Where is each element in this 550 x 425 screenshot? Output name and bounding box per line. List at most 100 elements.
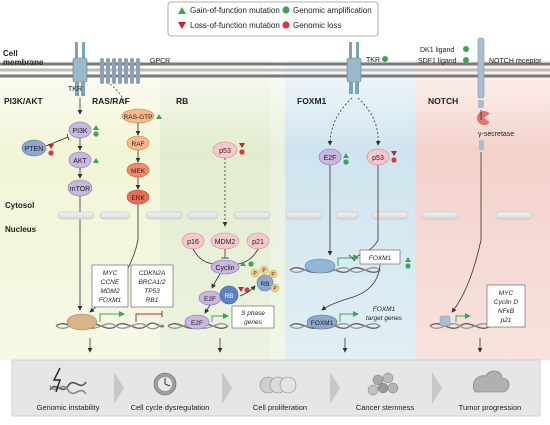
dk1-amp-icon (463, 46, 469, 52)
amp-circle-icon (282, 6, 290, 14)
ras-gene-1: CDKN2A (139, 270, 165, 277)
gamma-secretase-icon (477, 111, 492, 125)
box-notch-genes (486, 284, 526, 328)
transcription-complex-pi3k (66, 313, 98, 331)
legend-amp: Genomic amplification (293, 6, 372, 15)
sdf1-amp-icon (463, 57, 469, 63)
node-e2f-dna-label: E2F (191, 320, 203, 327)
node-rb-phospho-label: RB (260, 281, 269, 288)
notch-gene-1: MYC (499, 290, 514, 297)
phospho-p2 (259, 265, 269, 275)
sdf1-label: SDF1 ligand (418, 58, 457, 65)
gpcr-label: GPCR (150, 58, 170, 65)
box-sphase (231, 305, 275, 329)
legend-gain: Gain-of-function mutation (190, 6, 280, 15)
legend-box (167, 1, 379, 37)
node-e2f-label: E2F (204, 296, 216, 303)
notch-gene-3: NFκB (498, 308, 515, 315)
pi3k-gene-3: MDM2 (100, 288, 120, 295)
notch-icd (479, 140, 484, 150)
outcome-chevron-1 (114, 372, 124, 404)
panel-title-notch: NOTCH (428, 96, 458, 106)
node-rasgtp-label: RAS-GTP (124, 114, 153, 121)
pi3k-gene-4: FOXM1 (99, 297, 122, 304)
phospho-p2-label: P (262, 268, 266, 274)
cancer-stemness-icon (367, 372, 399, 396)
node-pten-label: PTEN (25, 146, 44, 153)
node-cyclin (210, 259, 240, 275)
outcome-label-3: Cell proliferation (253, 403, 307, 412)
transcription-complex-foxm1 (304, 258, 336, 274)
tkr-left-label: TKR (68, 86, 82, 93)
tkr-right-label: TKR (366, 57, 380, 64)
node-mtor-label: mTOR (70, 186, 90, 193)
phospho-p3 (268, 269, 278, 279)
notch-gene-2: Cyclin D (494, 299, 519, 306)
cell-membrane (0, 62, 550, 78)
tumor-progression-icon (472, 370, 510, 393)
node-mdm2-label: MDM2 (215, 239, 236, 246)
panel-title-ras: RAS/RAF (92, 96, 130, 106)
panel-title-foxm1: FOXM1 (297, 96, 327, 106)
phospho-p4 (270, 283, 280, 293)
node-pi3k-label: PI3K (72, 128, 88, 135)
dna-foxm1-upper (289, 267, 381, 273)
foxm1-gene-amp-icon (405, 263, 411, 269)
sphase-line1: S phase (241, 310, 265, 317)
node-pten (21, 139, 47, 157)
pi3k-gene-2: CCNE (101, 279, 120, 286)
p53-rb-loss-icon (239, 143, 245, 148)
node-mek-label: MEK (131, 168, 146, 175)
cell-proliferation-icon (259, 376, 297, 394)
cell-cycle-icon (153, 372, 177, 396)
notch-receptor-label: NOTCH receptor (489, 58, 542, 65)
pi3k-gain-icon (93, 125, 99, 130)
cyclin-gain-icon (240, 261, 246, 266)
pi3k-gene-1: MYC (103, 270, 118, 277)
box-ras-genes (130, 264, 174, 308)
foxm1-targets-line1: FOXM1 (373, 306, 396, 313)
tkr-left-receptor (72, 42, 88, 96)
akt-gain-icon (93, 158, 99, 163)
box-pi3k-genes (91, 264, 129, 308)
panel-title-pi3k: PI3K/AKT (4, 96, 44, 106)
node-raf-label: RAF (132, 141, 145, 148)
panel-foxm1-bg (285, 60, 415, 360)
node-rb-label: RB (224, 293, 233, 300)
notch-tf-complex (439, 315, 451, 327)
legend: Gain-of-function mutation Loss-of-functi… (167, 1, 379, 37)
gamma-secretase-label: γ-secretase (478, 131, 514, 138)
node-p53-rb-label: p53 (219, 148, 231, 155)
box-foxm1-gene (359, 249, 401, 265)
outcome-label-4: Cancer stemness (356, 403, 415, 412)
sphase-line2: genes (244, 319, 262, 326)
panel-notch-bg (415, 60, 550, 360)
loss-triangle-icon (178, 22, 186, 29)
outcome-chevron-4 (432, 372, 442, 404)
label-cell: Cell (3, 49, 18, 58)
dna-notch (429, 323, 491, 329)
pi3k-amp-icon (93, 131, 99, 137)
notch-receptor (477, 37, 485, 108)
node-rb (219, 285, 239, 305)
node-p16-label: p16 (187, 239, 199, 246)
pten-loss-icon (48, 144, 54, 149)
node-p21-label: p21 (252, 239, 264, 246)
gloss-circle-icon (282, 21, 290, 29)
label-cytosol: Cytosol (5, 201, 34, 210)
node-foxm1 (306, 314, 338, 330)
rb-loss-icon (238, 287, 244, 292)
outcome-chevron-3 (330, 372, 340, 404)
gain-triangle-icon (178, 7, 186, 14)
dk1-label: DK1 ligand (420, 47, 454, 54)
gpcr-receptor (100, 58, 140, 84)
ras-gene-4: RB1 (146, 297, 159, 304)
foxm1-gene-label: FOXM1 (369, 255, 392, 262)
legend-loss: Loss-of-function mutation (190, 21, 280, 30)
outcome-label-2: Cell cycle dysregulation (131, 403, 210, 412)
node-akt-label: AKT (73, 158, 87, 165)
notch-gene-4: p21 (500, 317, 512, 324)
label-membrane: membrane (3, 58, 44, 67)
